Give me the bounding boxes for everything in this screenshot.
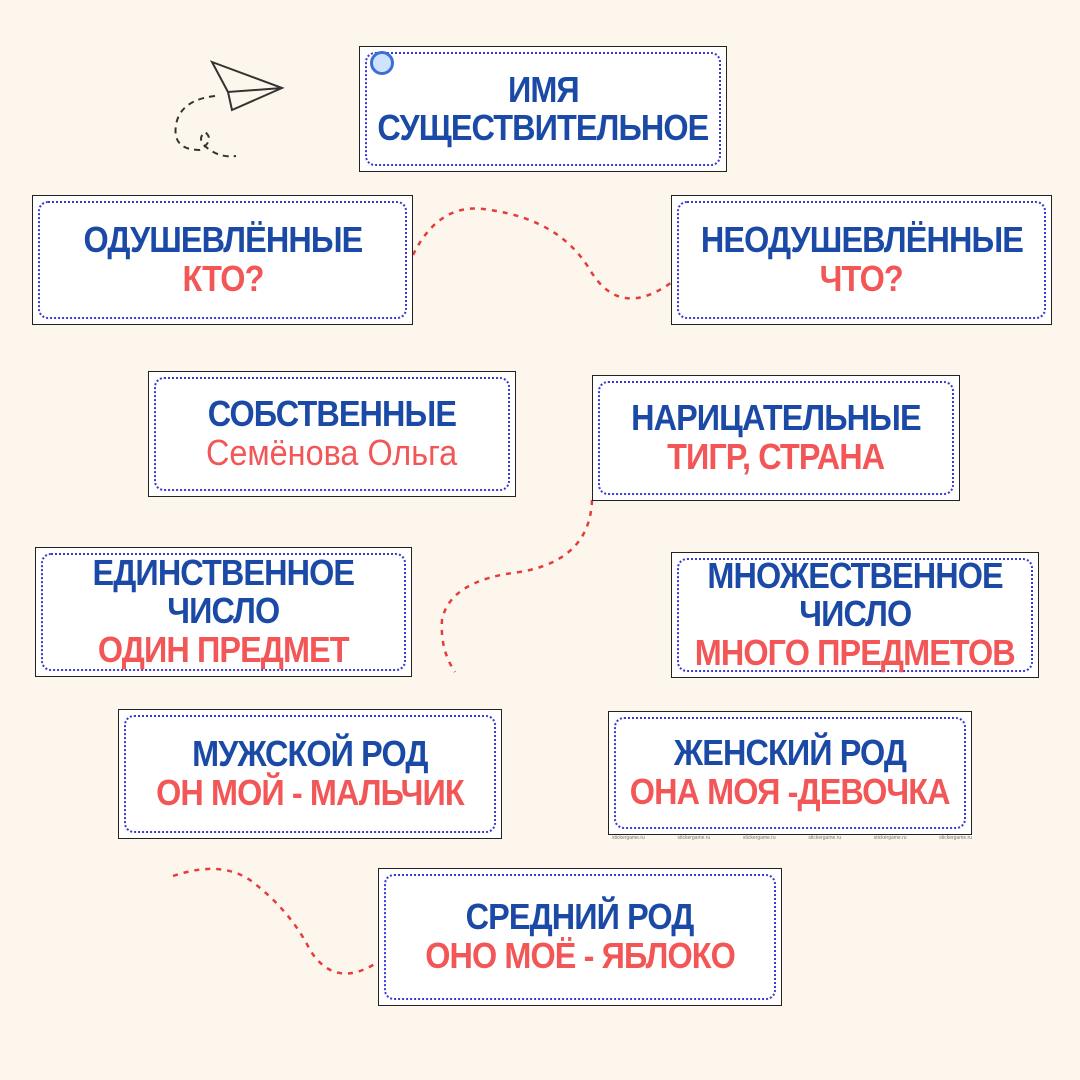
- card-example: ОН МОЙ - МАЛЬЧИК: [156, 772, 465, 813]
- dashed-connector: [440, 499, 594, 673]
- card-example: Семёнова Ольга: [206, 432, 458, 473]
- paper-plane-icon: [174, 60, 285, 158]
- card-common: НАРИЦАТЕЛЬНЫЕ ТИГР, СТРАНА: [592, 375, 960, 501]
- card-animate: ОДУШЕВЛЁННЫЕ КТО?: [32, 195, 413, 325]
- card-singular: ЕДИНСТВЕННОЕ ЧИСЛО ОДИН ПРЕДМЕТ: [35, 547, 412, 677]
- watermark: stickergame.ru: [939, 835, 972, 841]
- watermark: stickergame.ru: [742, 835, 776, 841]
- card-plural: МНОЖЕСТВЕННОЕ ЧИСЛО МНОГО ПРЕДМЕТОВ: [671, 552, 1039, 678]
- card-example: ОНА МОЯ -ДЕВОЧКА: [630, 771, 951, 812]
- card-title: ЧИСЛО: [167, 590, 280, 631]
- card-example: ОНО МОЁ - ЯБЛОКО: [425, 935, 736, 976]
- watermark: stickergame.ru: [873, 835, 907, 841]
- card-masculine: МУЖСКОЙ РОД ОН МОЙ - МАЛЬЧИК: [118, 709, 502, 839]
- card-title: МУЖСКОЙ РОД: [192, 733, 428, 774]
- card-title: ЕДИНСТВЕННОЕ: [92, 552, 355, 593]
- card-inanimate: НЕОДУШЕВЛЁННЫЕ ЧТО?: [671, 195, 1052, 325]
- card-neuter: СРЕДНИЙ РОД ОНО МОЁ - ЯБЛОКО: [378, 868, 782, 1006]
- card-feminine: ЖЕНСКИЙ РОД ОНА МОЯ -ДЕВОЧКА: [608, 711, 972, 835]
- watermark: stickergame.ru: [677, 835, 711, 841]
- watermark: stickergame.ru: [612, 835, 645, 841]
- card-title: СРЕДНИЙ РОД: [466, 896, 695, 937]
- title-card: ИМЯ СУЩЕСТВИТЕЛЬНОЕ: [359, 46, 727, 172]
- title-line1: ИМЯ: [507, 69, 580, 110]
- card-title: ЖЕНСКИЙ РОД: [673, 732, 907, 773]
- card-title: НАРИЦАТЕЛЬНЫЕ: [631, 397, 922, 438]
- card-title: ЧИСЛО: [798, 593, 912, 634]
- watermark: stickergame.ru: [808, 835, 842, 841]
- card-example: ЧТО?: [819, 258, 904, 299]
- card-title: СОБСТВЕННЫЕ: [207, 393, 457, 434]
- card-example: ТИГР, СТРАНА: [667, 436, 885, 477]
- card-title: МНОЖЕСТВЕННОЕ: [707, 555, 1003, 596]
- dashed-connector: [172, 867, 379, 975]
- dashed-connector: [411, 207, 673, 300]
- card-title: ОДУШЕВЛЁННЫЕ: [83, 219, 363, 260]
- card-example: ОДИН ПРЕДМЕТ: [98, 629, 350, 670]
- watermark-row: stickergame.ru stickergame.ru stickergam…: [612, 835, 972, 841]
- card-proper: СОБСТВЕННЫЕ Семёнова Ольга: [148, 371, 516, 497]
- magnifier-icon: [370, 51, 394, 75]
- title-line2: СУЩЕСТВИТЕЛЬНОЕ: [377, 107, 710, 148]
- card-title: НЕОДУШЕВЛЁННЫЕ: [700, 219, 1023, 260]
- card-example: КТО?: [182, 258, 264, 299]
- card-example: МНОГО ПРЕДМЕТОВ: [694, 632, 1016, 673]
